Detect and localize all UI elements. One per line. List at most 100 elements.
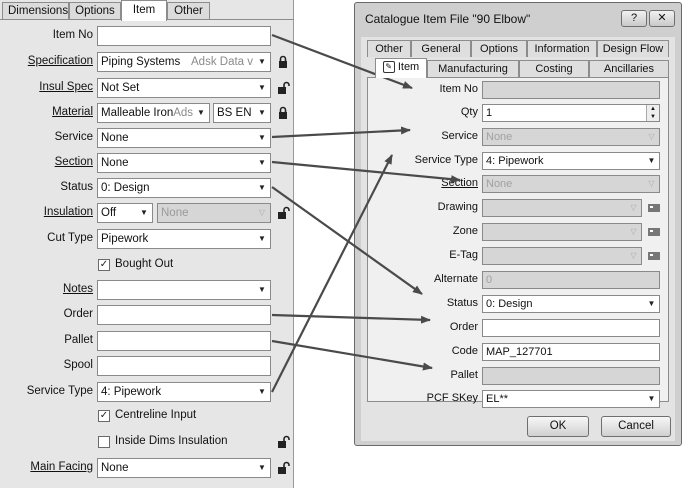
insulation-select[interactable]: Off ▼ [97,203,153,223]
chevron-down-icon: ▼ [254,281,270,299]
notes-select[interactable]: ▼ [97,280,271,300]
label-zone: Zone [452,225,478,237]
chevron-down-icon: ▼ [644,296,659,312]
label-insulation: Insulation [43,206,93,218]
tag-icon[interactable] [647,202,661,214]
main-facing-value: None [101,462,129,474]
service-value: None [486,131,513,143]
status-select[interactable]: 0: Design ▼ [97,178,271,198]
label-etag: E-Tag [449,249,478,261]
tab-design-flow[interactable]: Design Flow [597,40,669,57]
order-input[interactable] [482,319,660,337]
service-type-value: 4: Pipework [101,386,162,398]
lock-open-icon[interactable] [276,435,290,449]
specification-select[interactable]: Piping Systems Adsk Data v1 ▼ [97,52,271,72]
service-type-select[interactable]: 4: Pipework ▼ [482,152,660,170]
alternate-input[interactable]: 0 [482,271,660,289]
close-icon: ✕ [657,12,667,24]
code-input[interactable]: MAP_127701 [482,343,660,361]
tab-other[interactable]: Other [367,40,411,57]
chevron-down-icon: ▼ [254,383,270,401]
bought-out-checkbox[interactable]: ✓ [98,259,110,271]
label-status: Status [60,181,93,193]
drawing-select[interactable]: ▽ [482,199,642,217]
inside-dims-insulation-checkbox[interactable] [98,436,110,448]
zone-select[interactable]: ▽ [482,223,642,241]
section-select[interactable]: None ▼ [97,153,271,173]
tab-information[interactable]: Information [527,40,597,57]
lock-closed-icon[interactable] [276,106,290,120]
pallet-input[interactable] [97,331,271,351]
tab-manufacturing[interactable]: Manufacturing [427,60,519,77]
pcf-skey-value: EL** [486,393,509,405]
material-select[interactable]: Malleable IronAds ▼ [97,103,210,123]
material-standard-value: BS EN 1 [217,107,262,119]
main-facing-select[interactable]: None ▼ [97,458,271,478]
label-insul-spec: Insul Spec [39,81,93,93]
lock-open-icon[interactable] [276,81,290,95]
chevron-down-icon: ▽ [626,248,641,264]
qty-value: 1 [486,107,493,119]
help-button[interactable]: ? [621,10,647,27]
stepper-arrows-icon[interactable]: ▲▼ [646,105,659,121]
dialog-body: Other General Options Information Design… [361,37,675,441]
service-select[interactable]: None ▼ [97,128,271,148]
insul-spec-select[interactable]: Not Set ▼ [97,78,271,98]
service-select[interactable]: None ▽ [482,128,660,146]
insulation-type-value: None [161,207,189,219]
label-order: Order [63,308,93,320]
qty-input[interactable]: 1 ▲▼ [482,104,660,122]
chevron-down-icon: ▼ [193,104,209,122]
insul-spec-value: Not Set [101,82,140,94]
service-type-select[interactable]: 4: Pipework ▼ [97,382,271,402]
tab-item[interactable]: Item [121,0,167,21]
material-standard-select[interactable]: BS EN 1 ▼ [213,103,271,123]
tab-item[interactable]: ✎ Item [375,58,427,78]
chevron-down-icon: ▽ [626,200,641,216]
chevron-down-icon: ▽ [644,129,659,145]
bought-out-label: Bought Out [115,258,174,270]
chevron-down-icon: ▼ [254,53,270,71]
insulation-type-select[interactable]: None ▽ [157,203,271,223]
status-value: 0: Design [486,298,533,310]
material-value: Malleable Iron [101,107,174,119]
lock-closed-icon[interactable] [276,55,290,69]
tag-icon[interactable] [647,250,661,262]
label-order: Order [449,321,478,333]
spool-input[interactable] [97,356,271,376]
tab-dimensions[interactable]: Dimensions [2,2,69,19]
tab-general[interactable]: General [411,40,471,57]
pcf-skey-select[interactable]: EL** ▼ [482,390,660,408]
lock-open-icon[interactable] [276,461,290,475]
cut-type-select[interactable]: Pipework ▼ [97,229,271,249]
tag-icon[interactable] [647,226,661,238]
label-pallet: Pallet [450,369,478,381]
item-no-input[interactable] [97,26,271,46]
catalogue-item-dialog: Catalogue Item File "90 Elbow" ? ✕ Other… [354,2,682,446]
etag-select[interactable]: ▽ [482,247,642,265]
label-item-no: Item No [439,83,478,95]
ok-button[interactable]: OK [527,416,589,437]
close-button[interactable]: ✕ [649,10,675,27]
status-select[interactable]: 0: Design ▼ [482,295,660,313]
centreline-input-checkbox[interactable]: ✓ [98,410,110,422]
tab-options[interactable]: Options [471,40,527,57]
order-input[interactable] [97,305,271,325]
label-specification: Specification [27,55,93,67]
chevron-down-icon: ▽ [626,224,641,240]
tab-other[interactable]: Other [167,2,210,19]
tab-options[interactable]: Options [69,2,121,19]
lock-open-icon[interactable] [276,206,290,220]
pallet-input[interactable] [482,367,660,385]
tab-ancillaries[interactable]: Ancillaries [589,60,669,77]
tab-item-label: Item [397,61,420,73]
section-value: None [486,178,513,190]
label-pcf-skey: PCF SKey [426,392,478,404]
cancel-button[interactable]: Cancel [601,416,671,437]
insulation-value: Off [101,207,117,219]
section-select[interactable]: None ▽ [482,175,660,193]
tab-costing[interactable]: Costing [519,60,589,77]
chevron-down-icon: ▼ [136,204,152,222]
item-no-input[interactable] [482,81,660,99]
chevron-down-icon: ▼ [644,153,659,169]
